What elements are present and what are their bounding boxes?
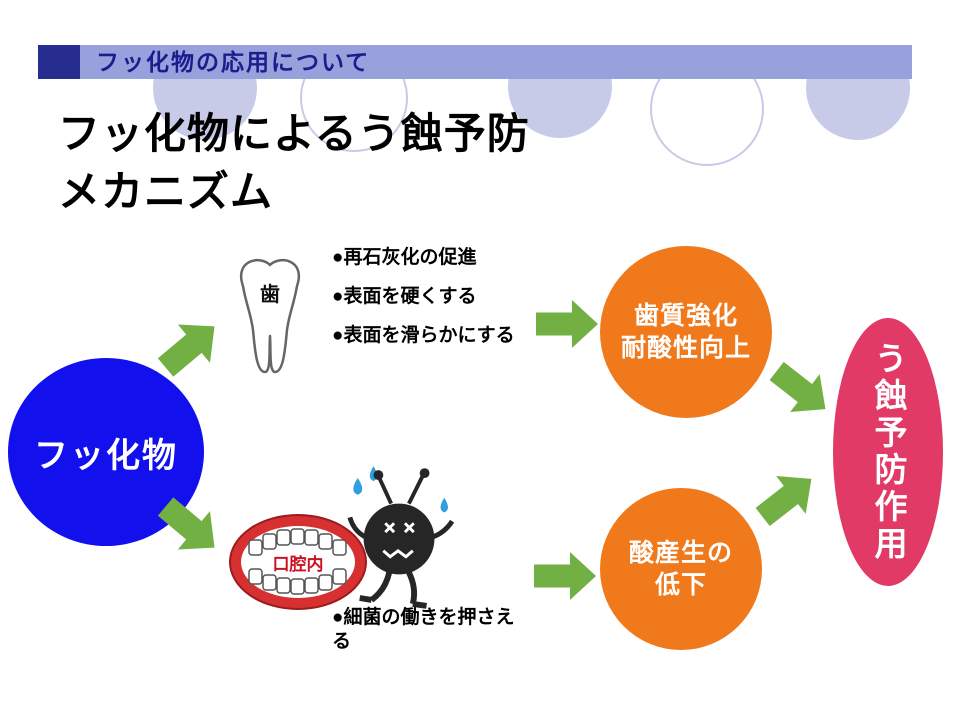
effect-mouth-line2: 低下 bbox=[654, 571, 707, 599]
effect-circle-tooth: 歯質強化 耐酸性向上 bbox=[600, 246, 772, 418]
arrow-effect2-to-result-icon bbox=[748, 460, 826, 536]
effect-circle-mouth: 酸産生の 低下 bbox=[600, 488, 762, 650]
effect-tooth-line1: 歯質強化 bbox=[633, 301, 738, 330]
top-white-band bbox=[0, 0, 960, 45]
slide-title-line1: フッ化物によるう蝕予防 bbox=[58, 110, 530, 157]
germ-illustration bbox=[347, 466, 455, 609]
bullet-item: ●表面を硬くする bbox=[332, 285, 477, 307]
effect-tooth-line2: 耐酸性向上 bbox=[620, 334, 751, 362]
tooth-label: 歯 bbox=[260, 284, 280, 306]
bullet-item: ●再石灰化の促進 bbox=[332, 247, 477, 268]
tooth-illustration bbox=[239, 258, 301, 374]
header-title: フッ化物の応用について bbox=[96, 49, 371, 75]
bullet-item: ●細菌の働きを押さえる bbox=[332, 607, 515, 652]
fluoride-label: フッ化物 bbox=[34, 436, 178, 475]
mouth-illustration bbox=[229, 514, 367, 610]
bullet-item: ●表面を滑らかにする bbox=[332, 324, 515, 346]
tooth-bullet-list: ●再石灰化の促進 ●表面を硬くする ●表面を滑らかにする bbox=[332, 246, 530, 362]
result-label: う蝕予防作用 bbox=[870, 341, 907, 563]
header-bar bbox=[38, 45, 912, 79]
arrow-effect1-to-result-icon bbox=[762, 352, 840, 428]
arrow-tooth-to-effect-icon bbox=[536, 300, 598, 348]
arrow-mouth-to-effect-icon bbox=[534, 552, 596, 600]
header-accent-square bbox=[38, 45, 80, 79]
effect-mouth-line1: 酸産生の bbox=[628, 538, 733, 567]
result-ellipse: う蝕予防作用 bbox=[833, 318, 943, 586]
slide-title-line2: メカニズム bbox=[58, 168, 274, 215]
mouth-label: 口腔内 bbox=[272, 555, 324, 574]
